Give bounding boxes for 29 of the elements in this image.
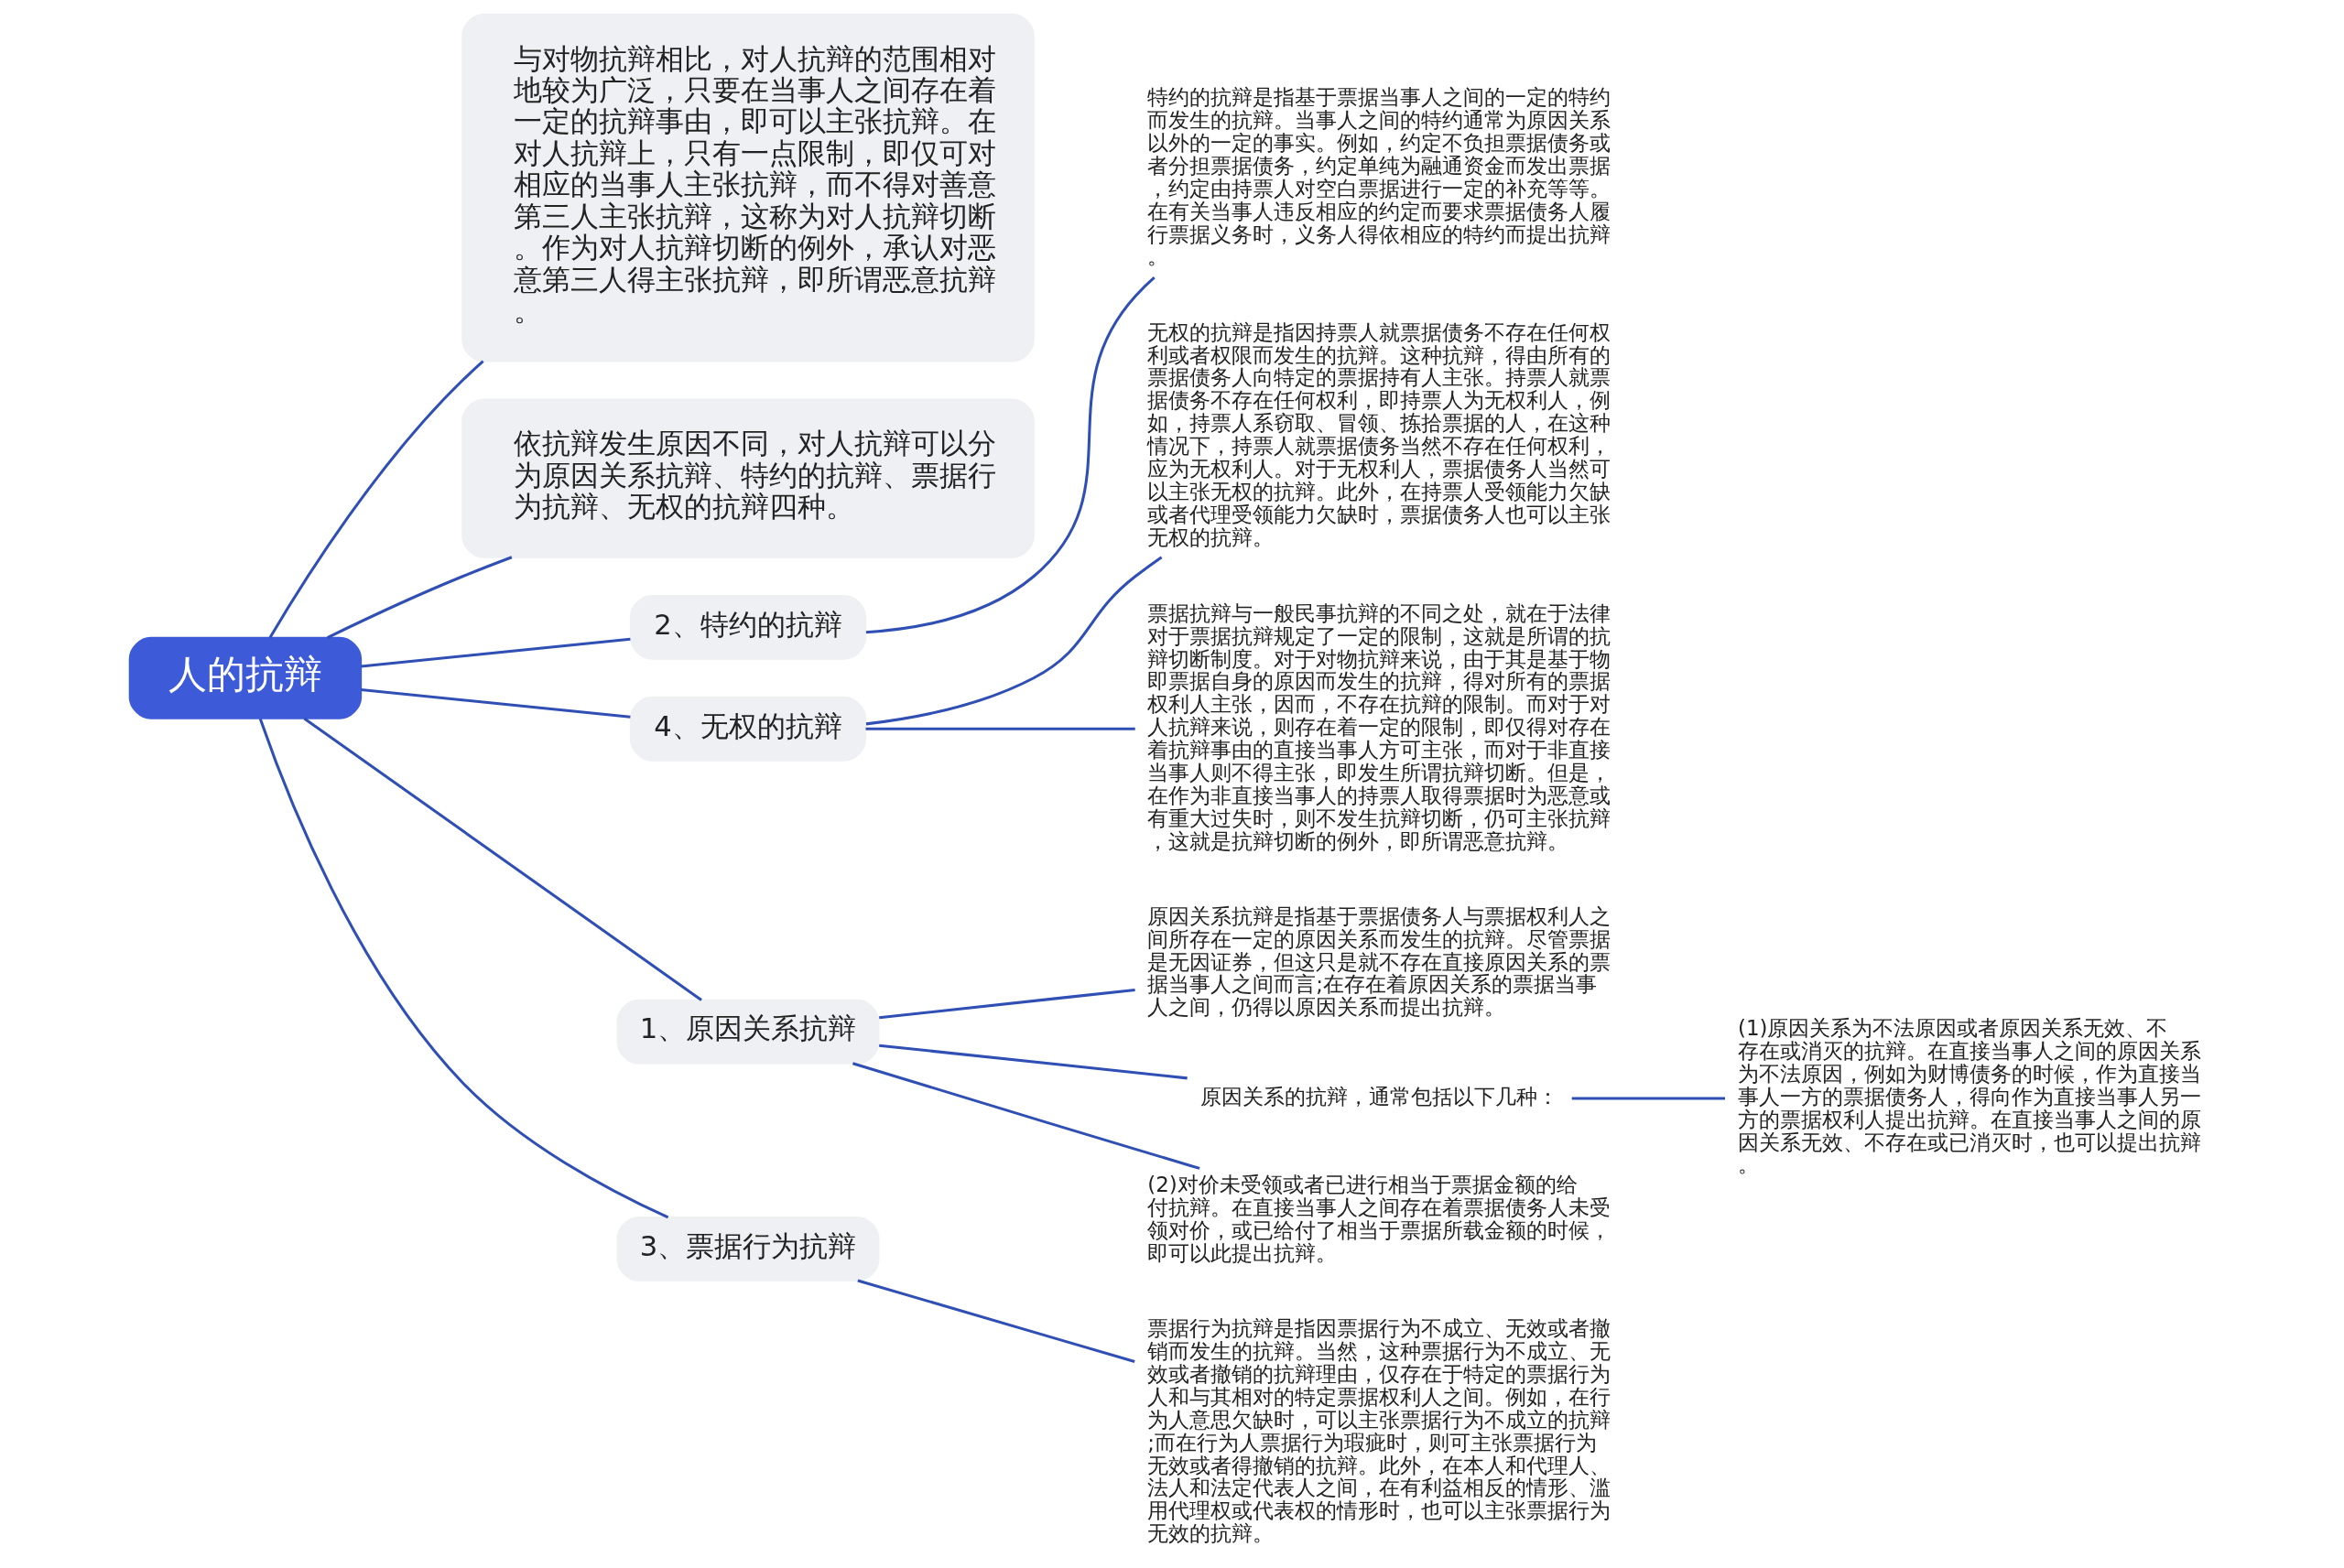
- node-text: 原因关系抗辩是指基于票据债务人与票据权利人之间所存在一定的原因关系而发生的抗辩。尽管票据是无因证券，但这只是就不存在直接原因关系的票据当事人之间而言;在存在着原因关系的票据当事人之间，仍得以原因关系而提出抗辩。: [1147, 903, 1612, 1020]
- node-box: 2、特约的抗辩: [629, 594, 867, 660]
- connector: [879, 1044, 1188, 1080]
- node-text: 原因关系的抗辩，通常包括以下几种：: [1200, 1084, 1559, 1108]
- connector: [852, 1062, 1200, 1170]
- connector: [865, 276, 1156, 634]
- connector: [327, 556, 513, 639]
- connector: [857, 1279, 1135, 1363]
- connector: [865, 727, 1135, 730]
- node-text: 票据抗辩与一般民事抗辩的不同之处，就在于法律对于票据抗辩规定了一定的限制，这就是所谓的抗辩切断制度。对于对物抗辩来说，由于其是基于物即票据自身的原因而发生的抗辩，得对所有的票据权利人主张，因而，不存在抗辩的限制。而对于对人抗辩来说，则存在着一定的限制，即仅得对存在着抗辩事由的直接当事人方可主张，而对于非直接当事人则不得主张，即发生所谓抗辩切断。但是，在作为非直接当事人的持票人取得票据时为恶意或有重大过失时，则不发生抗辩切断，仍可主张抗辩，这就是抗辩切断的例外，即所谓恶意抗辩。: [1147, 600, 1612, 853]
- node-text: 票据行为抗辩是指因票据行为不成立、无效或者撤销而发生的抗辩。当然，这种票据行为不成立、无效或者撤销的抗辩理由，仅存在于特定的票据行为人和与其相对的特定票据权利人之间。例如，在行为人意思欠缺时，可以主张票据行为不成立的抗辩;而在行为人票据行为瑕疵时，则可主张票据行为无效或者得撤销的抗辩。此外，在本人和代理人、法人和法定代表人之间，在有利益相反的情形、滥用代理权或代表权的情形时，也可以主张票据行为无效的抗辩。: [1147, 1316, 1612, 1546]
- node-box: 3、票据行为抗辩: [616, 1217, 880, 1281]
- node-text: (1)原因关系为不法原因或者原因关系无效、不存在或消灭的抗辩。在直接当事人之间的原因关系为不法原因，例如为财博债务的时候，作为直接当事人一方的票据债务人，得向作为直接当事人另一方的票据权利人提出抗辩。在直接当事人之间的原因关系无效、不存在或已消灭时，也可以提出抗辩。: [1737, 1016, 2201, 1177]
- node-text: 特约的抗辩是指基于票据当事人之间的一定的特约而发生的抗辩。当事人之间的特约通常为原因关系以外的一定的事实。例如，约定不负担票据债务或者分担票据债务，约定单纯为融通资金而发出票据，约定由持票人对空白票据进行一定的补充等等。在有关当事人违反相应的约定而要求票据债务人履行票据义务时，义务人得依相应的特约而提出抗辩。: [1147, 85, 1612, 269]
- node-box: 人的抗辩: [128, 636, 363, 719]
- connector: [865, 556, 1163, 726]
- node-box: 4、无权的抗辩: [629, 696, 867, 762]
- node-box: 与对物抗辩相比，对人抗辩的范围相对地较为广泛，只要在当事人之间存在着一定的抗辩事由，即可以主张抗辩。在对人抗辩上，只有一点限制，即仅可对相应的当事人主张抗辩，而不得对善意第三人主张抗辩，这称为对人抗辩切断。作为对人抗辩切断的例外，承认对恶意第三人得主张抗辩，即所谓恶意抗辩。: [461, 13, 1035, 362]
- connector: [268, 360, 484, 639]
- connector: [361, 637, 631, 668]
- connector: [1571, 1097, 1726, 1100]
- node-box: 依抗辩发生原因不同，对人抗辩可以分为原因关系抗辩、特约的抗辩、票据行为抗辩、无权的抗辩四种。: [461, 398, 1035, 558]
- node-text: (2)对价未受领或者已进行相当于票据金额的给付抗辩。在直接当事人之间存在着票据债务人未受领对价，或已给付了相当于票据所载金额的时候，即可以此提出抗辩。: [1147, 1173, 1612, 1266]
- node-text: 无权的抗辩是指因持票人就票据债务不存在任何权利或者权限而发生的抗辩。这种抗辩，得由所有的票据债务人向特定的票据持有人主张。持票人就票据债务不存在任何权利，即持票人为无权利人，例如，持票人系窃取、冒领、拣拾票据的人，在这种情况下，持票人就票据债务当然不存在任何权利，应为无权利人。对于无权利人，票据债务人当然可以主张无权的抗辩。此外，在持票人受领能力欠缺或者代理受领能力欠缺时，票据债务人也可以主张无权的抗辩。: [1147, 319, 1612, 549]
- connector: [879, 988, 1135, 1020]
- node-box: 1、原因关系抗辩: [616, 999, 880, 1065]
- connector: [303, 717, 702, 1001]
- connector: [361, 687, 631, 719]
- connector: [258, 718, 669, 1219]
